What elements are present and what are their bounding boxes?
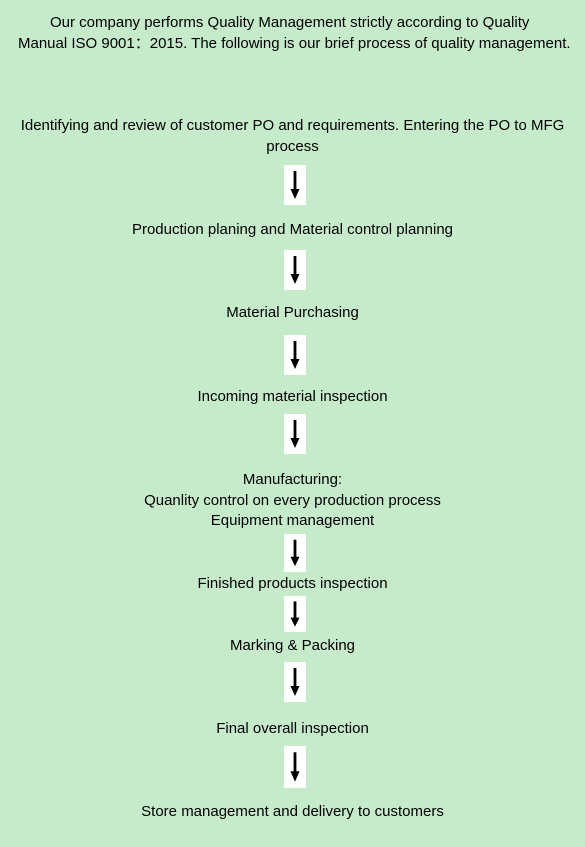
process-step-material-purchasing: Material Purchasing: [0, 303, 585, 324]
down-arrow-icon: [284, 662, 306, 702]
step-text: Quanlity control on every production pro…: [144, 491, 441, 509]
step-text: Marking & Packing: [229, 637, 356, 654]
step-text: Equipment management: [210, 512, 375, 529]
process-step-review-po: Identifying and review of customer PO an…: [0, 116, 585, 157]
intro-paragraph: Our company performs Quality Management …: [18, 14, 571, 52]
step-text: Store management and delivery to custome…: [141, 803, 444, 820]
step-text: Material Purchasing: [226, 304, 359, 321]
down-arrow-icon: [284, 414, 306, 454]
down-arrow-icon: [284, 534, 306, 572]
process-step-incoming-inspection: Incoming material inspection: [0, 387, 585, 408]
process-step-store-delivery: Store management and delivery to custome…: [0, 802, 585, 823]
process-step-manufacturing: Manufacturing: Quanlity control on every…: [0, 470, 585, 532]
down-arrow-icon: [284, 335, 306, 375]
step-text: Identifying and review of customer PO an…: [20, 117, 565, 155]
step-text: Final overall inspection: [216, 720, 369, 737]
down-arrow-icon: [284, 250, 306, 290]
step-text: Manufacturing:: [242, 471, 343, 488]
process-step-finished-inspection: Finished products inspection: [0, 574, 585, 595]
step-text: Finished products inspection: [197, 575, 388, 592]
down-arrow-icon: [284, 165, 306, 205]
process-step-marking-packing: Marking & Packing: [0, 636, 585, 657]
process-step-final-inspection: Final overall inspection: [0, 719, 585, 740]
process-step-production-planning: Production planing and Material control …: [0, 220, 585, 241]
step-text: Production planing and Material control …: [131, 221, 454, 238]
step-text: Incoming material inspection: [197, 388, 388, 405]
down-arrow-icon: [284, 596, 306, 632]
down-arrow-icon: [284, 746, 306, 788]
